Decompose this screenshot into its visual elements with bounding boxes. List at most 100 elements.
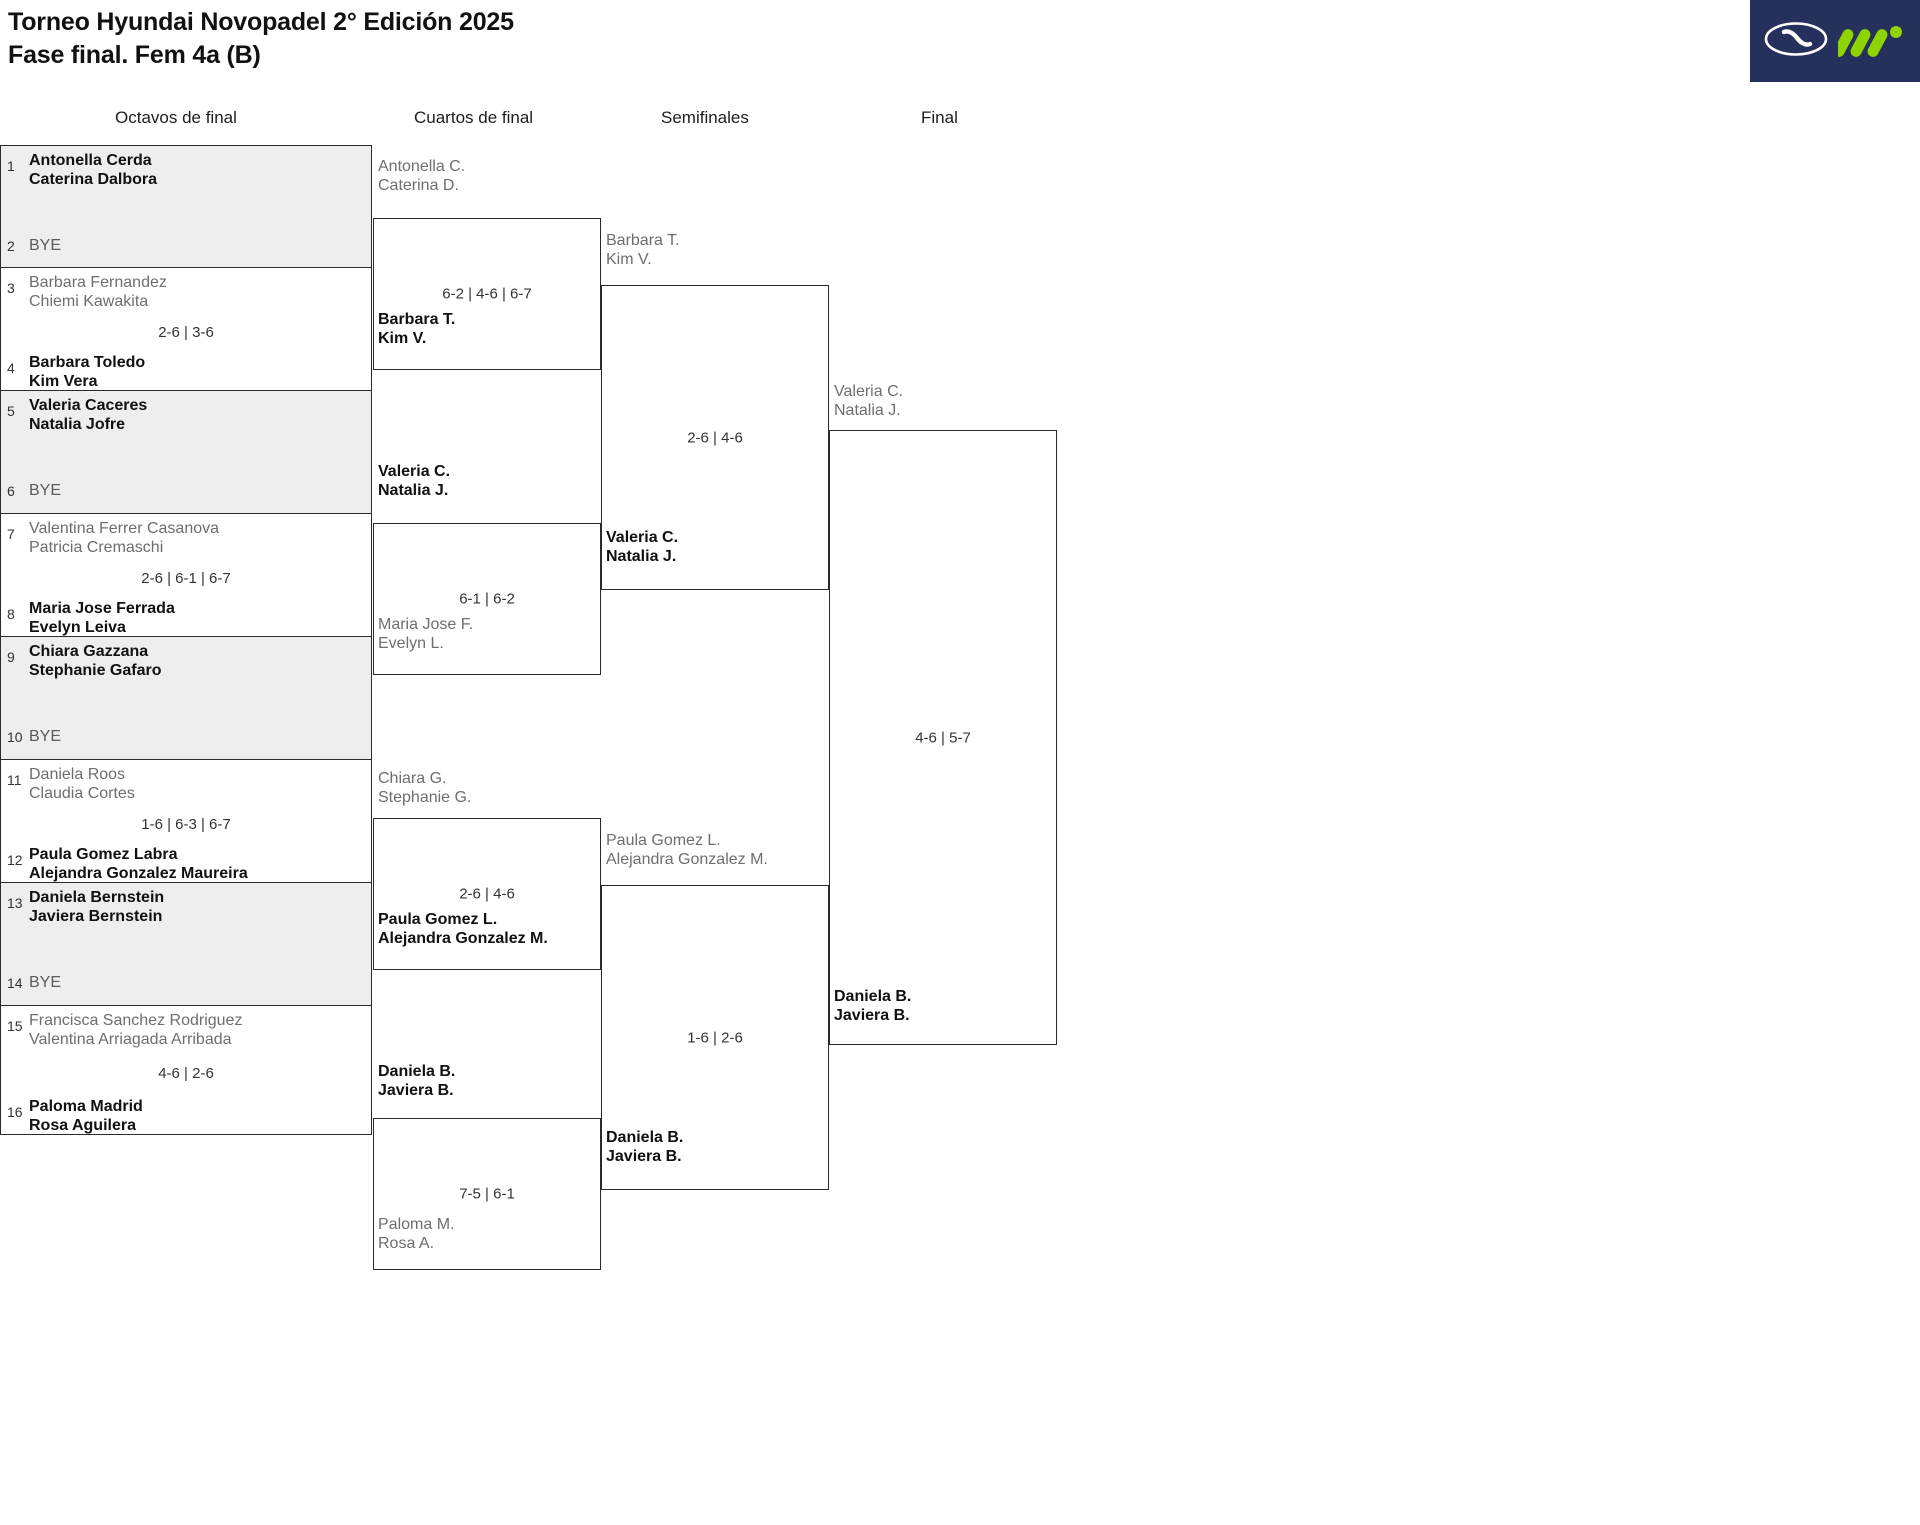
round-header-semifinales: Semifinales [661,108,749,127]
sf-match-2[interactable]: 1-6 | 2-6 [601,885,829,1190]
final-top-player-1: Valeria C. [834,383,904,400]
title-line-1: Torneo Hyundai Novopadel 2° Edición 2025 [8,8,514,36]
novopadel-m-logo-icon [1833,20,1906,63]
qf-4-top-player-2: Javiera B. [378,1082,454,1099]
sf-2-bottom-player-1: Daniela B. [606,1129,684,1146]
r16-match-2[interactable]: 3 Barbara Fernandez Chiemi Kawakita 2-6 … [0,268,372,391]
team-player-2: Natalia Jofre [29,416,126,433]
team-bye: BYE [29,237,62,254]
match-score: 1-6 | 6-3 | 6-7 [141,816,231,833]
qf-4-bottom-player-2: Rosa A. [378,1235,435,1252]
qf-4-top-player-1: Daniela B. [378,1063,456,1080]
qf-1-bottom-player-1: Barbara T. [378,311,456,328]
team-player-1: Daniela Roos [29,766,126,783]
seed-number: 11 [7,772,22,788]
page-title: Torneo Hyundai Novopadel 2° Edición 2025… [8,6,514,71]
team-player-2: Caterina Dalbora [29,171,158,188]
seed-number: 14 [7,975,23,991]
qf-match-1[interactable]: 6-2 | 4-6 | 6-7 [373,218,601,370]
qf-1-bottom-player-2: Kim V. [378,330,427,347]
sf-2-top-player-1: Paula Gomez L. [606,832,721,849]
title-line-2: Fase final. Fem 4a (B) [8,40,261,69]
team-player-2: Claudia Cortes [29,785,135,802]
team-player-2: Patricia Cremaschi [29,539,164,556]
sponsor-logo-badge [1750,0,1920,82]
match-score: 2-6 | 3-6 [158,324,214,341]
r16-match-8[interactable]: 15 Francisca Sanchez Rodriguez Valentina… [0,1006,372,1135]
r16-match-3[interactable]: 5 Valeria Caceres Natalia Jofre 6 BYE [0,391,372,514]
seed-number: 16 [7,1104,23,1120]
seed-number: 9 [7,649,15,665]
qf-1-top-player-1: Antonella C. [378,158,466,175]
qf-match-2[interactable]: 6-1 | 6-2 [373,523,601,675]
seed-number: 4 [7,360,15,376]
team-player-2: Alejandra Gonzalez Maureira [29,865,248,882]
qf-3-top-player-2: Stephanie G. [378,789,472,806]
team-player-1: Chiara Gazzana [29,643,149,660]
seed-number: 3 [7,280,15,296]
match-score: 1-6 | 2-6 [687,1029,743,1046]
team-bye: BYE [29,728,62,745]
team-player-2: Evelyn Leiva [29,619,126,636]
team-bye: BYE [29,974,62,991]
seed-number: 15 [7,1018,23,1034]
qf-3-bottom-player-1: Paula Gomez L. [378,911,498,928]
round-header-cuartos: Cuartos de final [414,108,534,127]
seed-number: 6 [7,483,15,499]
seed-number: 7 [7,526,15,542]
sf-1-bottom-player-2: Natalia J. [606,548,677,565]
qf-match-3[interactable]: 2-6 | 4-6 [373,818,601,970]
r16-match-1[interactable]: 1 Antonella Cerda Caterina Dalbora 2 BYE [0,145,372,268]
round-header-octavos: Octavos de final [115,108,237,127]
qf-3-bottom-player-2: Alejandra Gonzalez M. [378,930,548,947]
sf-1-bottom-player-1: Valeria C. [606,529,679,546]
seed-number: 12 [7,852,23,868]
qf-2-bottom-player-2: Evelyn L. [378,635,444,652]
final-top-player-2: Natalia J. [834,402,901,419]
qf-1-top-player-2: Caterina D. [378,177,459,194]
r16-match-4[interactable]: 7 Valentina Ferrer Casanova Patricia Cre… [0,514,372,637]
team-player-1: Valeria Caceres [29,397,148,414]
qf-match-4[interactable]: 7-5 | 6-1 [373,1118,601,1270]
sf-match-1[interactable]: 2-6 | 4-6 [601,285,829,590]
qf-3-top-player-1: Chiara G. [378,770,447,787]
qf-2-top-player-1: Valeria C. [378,463,451,480]
seed-number: 1 [7,158,15,174]
match-score: 7-5 | 6-1 [459,1185,515,1203]
sf-2-bottom-player-2: Javiera B. [606,1148,682,1165]
match-score: 4-6 | 2-6 [158,1065,214,1082]
r16-match-5[interactable]: 9 Chiara Gazzana Stephanie Gafaro 10 BYE [0,637,372,760]
final-bottom-player-1: Daniela B. [834,988,912,1005]
round-header-final: Final [921,108,958,127]
match-score: 4-6 | 5-7 [915,729,971,746]
r16-match-6[interactable]: 11 Daniela Roos Claudia Cortes 1-6 | 6-3… [0,760,372,883]
team-player-1: Antonella Cerda [29,152,152,169]
qf-2-bottom-player-1: Maria Jose F. [378,616,474,633]
match-score: 6-1 | 6-2 [459,590,515,608]
sf-1-top-player-1: Barbara T. [606,232,680,249]
team-player-2: Valentina Arriagada Arribada [29,1031,232,1048]
seed-number: 8 [7,606,15,622]
team-bye: BYE [29,482,62,499]
team-player-2: Javiera Bernstein [29,908,163,925]
seed-number: 5 [7,403,15,419]
team-player-1: Daniela Bernstein [29,889,165,906]
team-player-2: Stephanie Gafaro [29,662,162,679]
seed-number: 2 [7,238,15,254]
team-player-1: Barbara Fernandez [29,274,167,291]
team-player-1: Barbara Toledo [29,354,146,371]
match-score: 6-2 | 4-6 | 6-7 [442,285,532,303]
r16-match-7[interactable]: 13 Daniela Bernstein Javiera Bernstein 1… [0,883,372,1006]
match-score: 2-6 | 4-6 [459,885,515,903]
match-score: 2-6 | 6-1 | 6-7 [141,570,231,587]
seed-number: 10 [7,729,23,745]
team-player-2: Rosa Aguilera [29,1117,136,1134]
team-player-1: Paula Gomez Labra [29,846,178,863]
team-player-1: Paloma Madrid [29,1098,143,1115]
team-player-2: Kim Vera [29,373,98,390]
sf-2-top-player-2: Alejandra Gonzalez M. [606,851,768,868]
final-match[interactable]: 4-6 | 5-7 [829,430,1057,1045]
team-player-1: Francisca Sanchez Rodriguez [29,1012,243,1029]
qf-2-top-player-2: Natalia J. [378,482,449,499]
